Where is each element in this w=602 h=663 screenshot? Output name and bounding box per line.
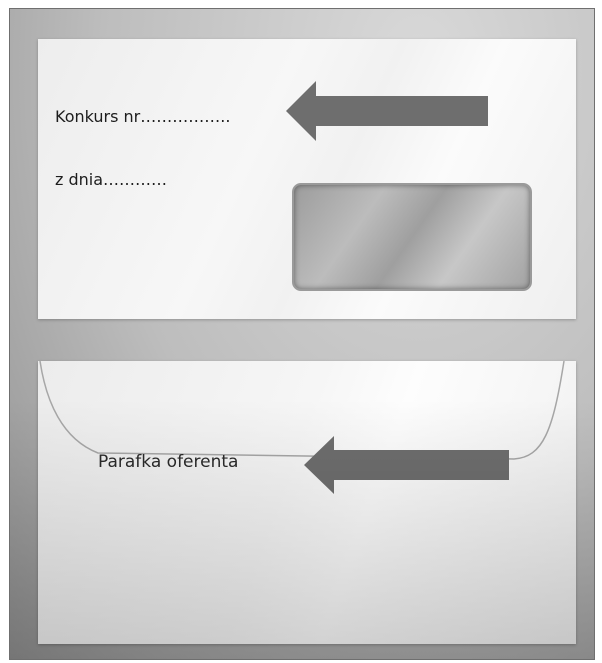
left-arrow-icon [304, 436, 509, 494]
bidder-initials-label: Parafka oferenta [98, 452, 239, 472]
left-arrow-icon [286, 81, 488, 141]
envelope-flap [39, 361, 565, 460]
photo-scene: Konkurs nr…………….. z dnia………… Parafka ofe… [9, 8, 595, 660]
address-window [292, 183, 532, 291]
contest-number-line: Konkurs nr…………….. [55, 107, 231, 126]
envelope-back: Parafka oferenta [38, 361, 576, 644]
address-block: Konkurs nr…………….. z dnia………… [55, 64, 230, 232]
envelope-front: Konkurs nr…………….. z dnia………… [38, 39, 576, 319]
date-line: z dnia………… [55, 170, 168, 189]
